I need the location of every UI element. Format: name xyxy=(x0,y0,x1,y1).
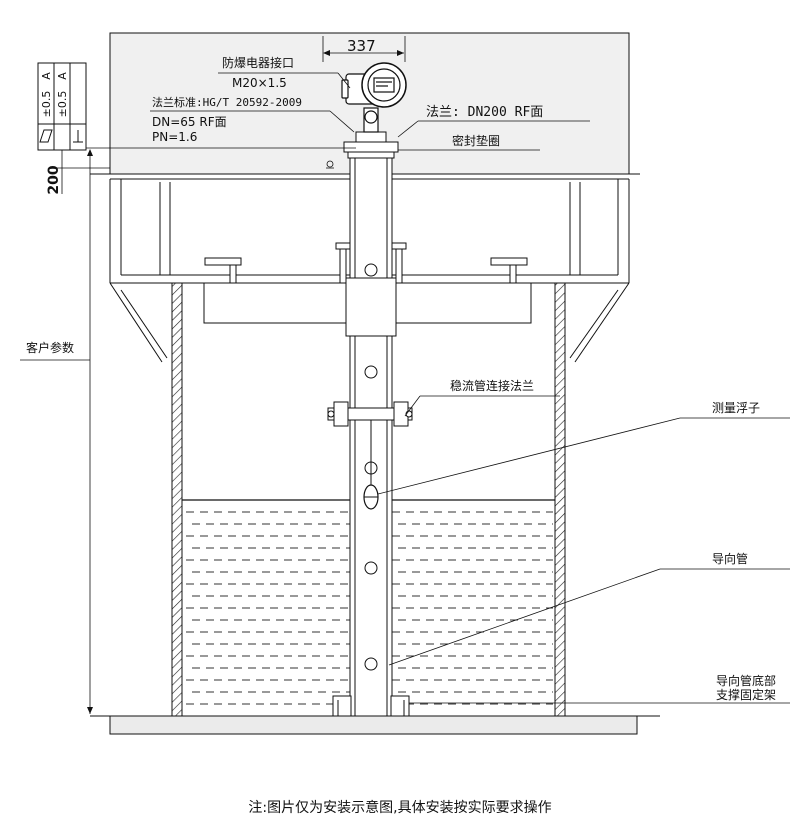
bottom-support-bracket xyxy=(332,695,410,717)
tank-supports xyxy=(109,282,630,363)
customer-parameter-label: 客户参数 xyxy=(26,340,74,355)
stilling-flange-label: 稳流管连接法兰 xyxy=(450,378,534,393)
dimension-337-label: 337 xyxy=(347,37,376,55)
explosion-proof-port-label: 防爆电器接口 xyxy=(222,55,294,70)
measuring-float xyxy=(363,420,379,510)
bottom-support-label-2: 支撑固定架 xyxy=(716,687,776,702)
transmitter-head xyxy=(341,62,407,133)
tolerance-frame xyxy=(37,62,87,151)
height-dimensions xyxy=(20,140,356,714)
liquid xyxy=(182,499,555,705)
dimension-337 xyxy=(322,36,406,62)
main-flange-label: 法兰: DN200 RF面 xyxy=(426,105,543,120)
datum-a-1: A xyxy=(40,72,53,80)
bottom-support-label-1: 导向管底部 xyxy=(716,673,776,688)
top-deck xyxy=(90,173,640,284)
tank-wall-right xyxy=(554,282,566,717)
flange-pn-label: PN=1.6 xyxy=(152,130,197,144)
flange-dn-label: DN=65 RF面 xyxy=(152,115,227,129)
ground-base xyxy=(109,715,638,735)
leader-lines xyxy=(150,72,790,704)
datum-a-2: A xyxy=(56,72,69,80)
thread-spec-label: M20×1.5 xyxy=(232,76,287,90)
flange-standard-label: 法兰标准:HG/T 20592-2009 xyxy=(152,95,302,109)
stilling-pipe-flange xyxy=(327,401,413,427)
guide-tube-label: 导向管 xyxy=(712,551,748,566)
tank-wall-left xyxy=(171,282,183,717)
tube-marker xyxy=(326,160,334,169)
tolerance-value-1: ±0.5 xyxy=(40,91,53,118)
float-label: 测量浮子 xyxy=(712,401,760,415)
tolerance-value-2: ±0.5 xyxy=(56,91,69,118)
footer-note: 注:图片仅为安装示意图,具体安装按实际要求操作 xyxy=(248,799,551,816)
height-200-label: 200 xyxy=(46,165,62,194)
seal-gasket-label: 密封垫圈 xyxy=(452,133,500,148)
